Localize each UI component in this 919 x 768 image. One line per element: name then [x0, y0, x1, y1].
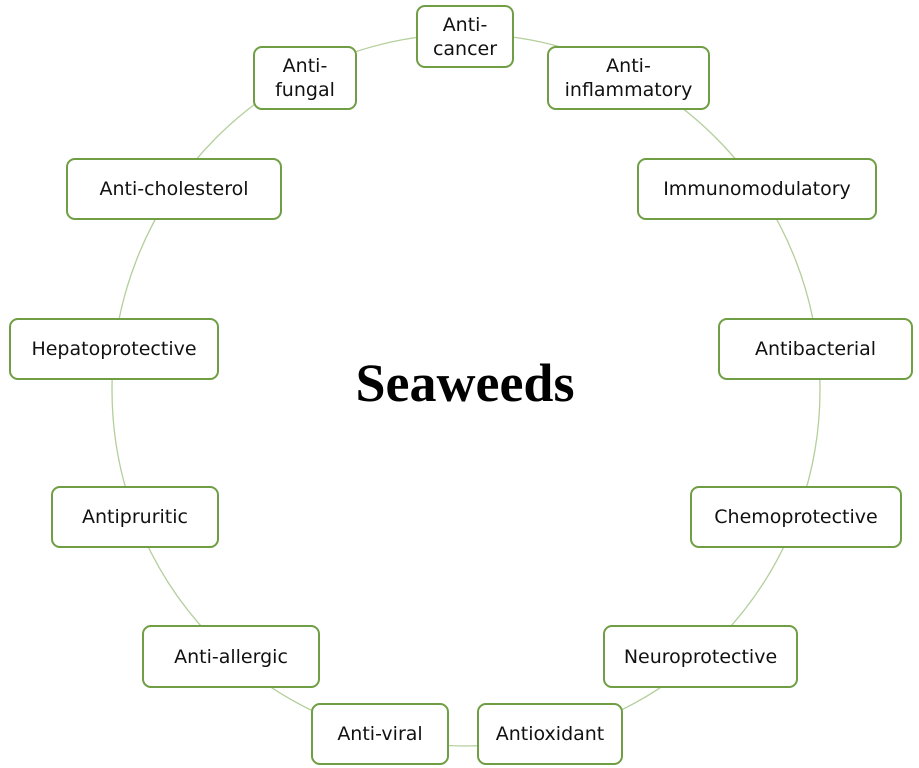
property-box-neuroprotective: Neuroprotective — [603, 625, 798, 688]
property-label: Antipruritic — [82, 506, 188, 528]
property-box-chemoprotective: Chemoprotective — [690, 486, 902, 548]
property-label: Anti-allergic — [174, 645, 288, 668]
property-box-immunomodulatory: Immunomodulatory — [637, 158, 877, 220]
property-label: Immunomodulatory — [663, 178, 851, 200]
property-box-antibacterial: Antibacterial — [718, 318, 913, 380]
property-label: Anti-viral — [337, 723, 423, 745]
property-label: Antioxidant — [495, 723, 605, 745]
property-label: Chemoprotective — [714, 506, 878, 528]
property-label: Anti- inflammatory — [564, 55, 693, 101]
property-box-anti-inflammatory: Anti- inflammatory — [547, 46, 710, 110]
property-label: Neuroprotective — [623, 645, 778, 668]
center-title: Seaweeds — [355, 353, 575, 413]
property-box-hepatoprotective: Hepatoprotective — [9, 318, 219, 380]
property-box-antipruritic: Antipruritic — [51, 486, 219, 548]
property-box-anti-viral: Anti-viral — [311, 703, 449, 765]
property-box-anti-allergic: Anti-allergic — [142, 625, 320, 688]
property-label: Antibacterial — [754, 338, 877, 360]
property-box-anti-cholesterol: Anti-cholesterol — [66, 158, 282, 220]
property-label: Hepatoprotective — [31, 338, 197, 360]
property-box-anti-fungal: Anti- fungal — [253, 46, 357, 110]
property-label: Anti- cancer — [432, 13, 498, 60]
property-box-anti-cancer: Anti- cancer — [416, 5, 514, 68]
property-box-antioxidant: Antioxidant — [477, 703, 623, 765]
property-label: Anti-cholesterol — [99, 178, 249, 200]
property-label: Anti- fungal — [275, 55, 335, 101]
